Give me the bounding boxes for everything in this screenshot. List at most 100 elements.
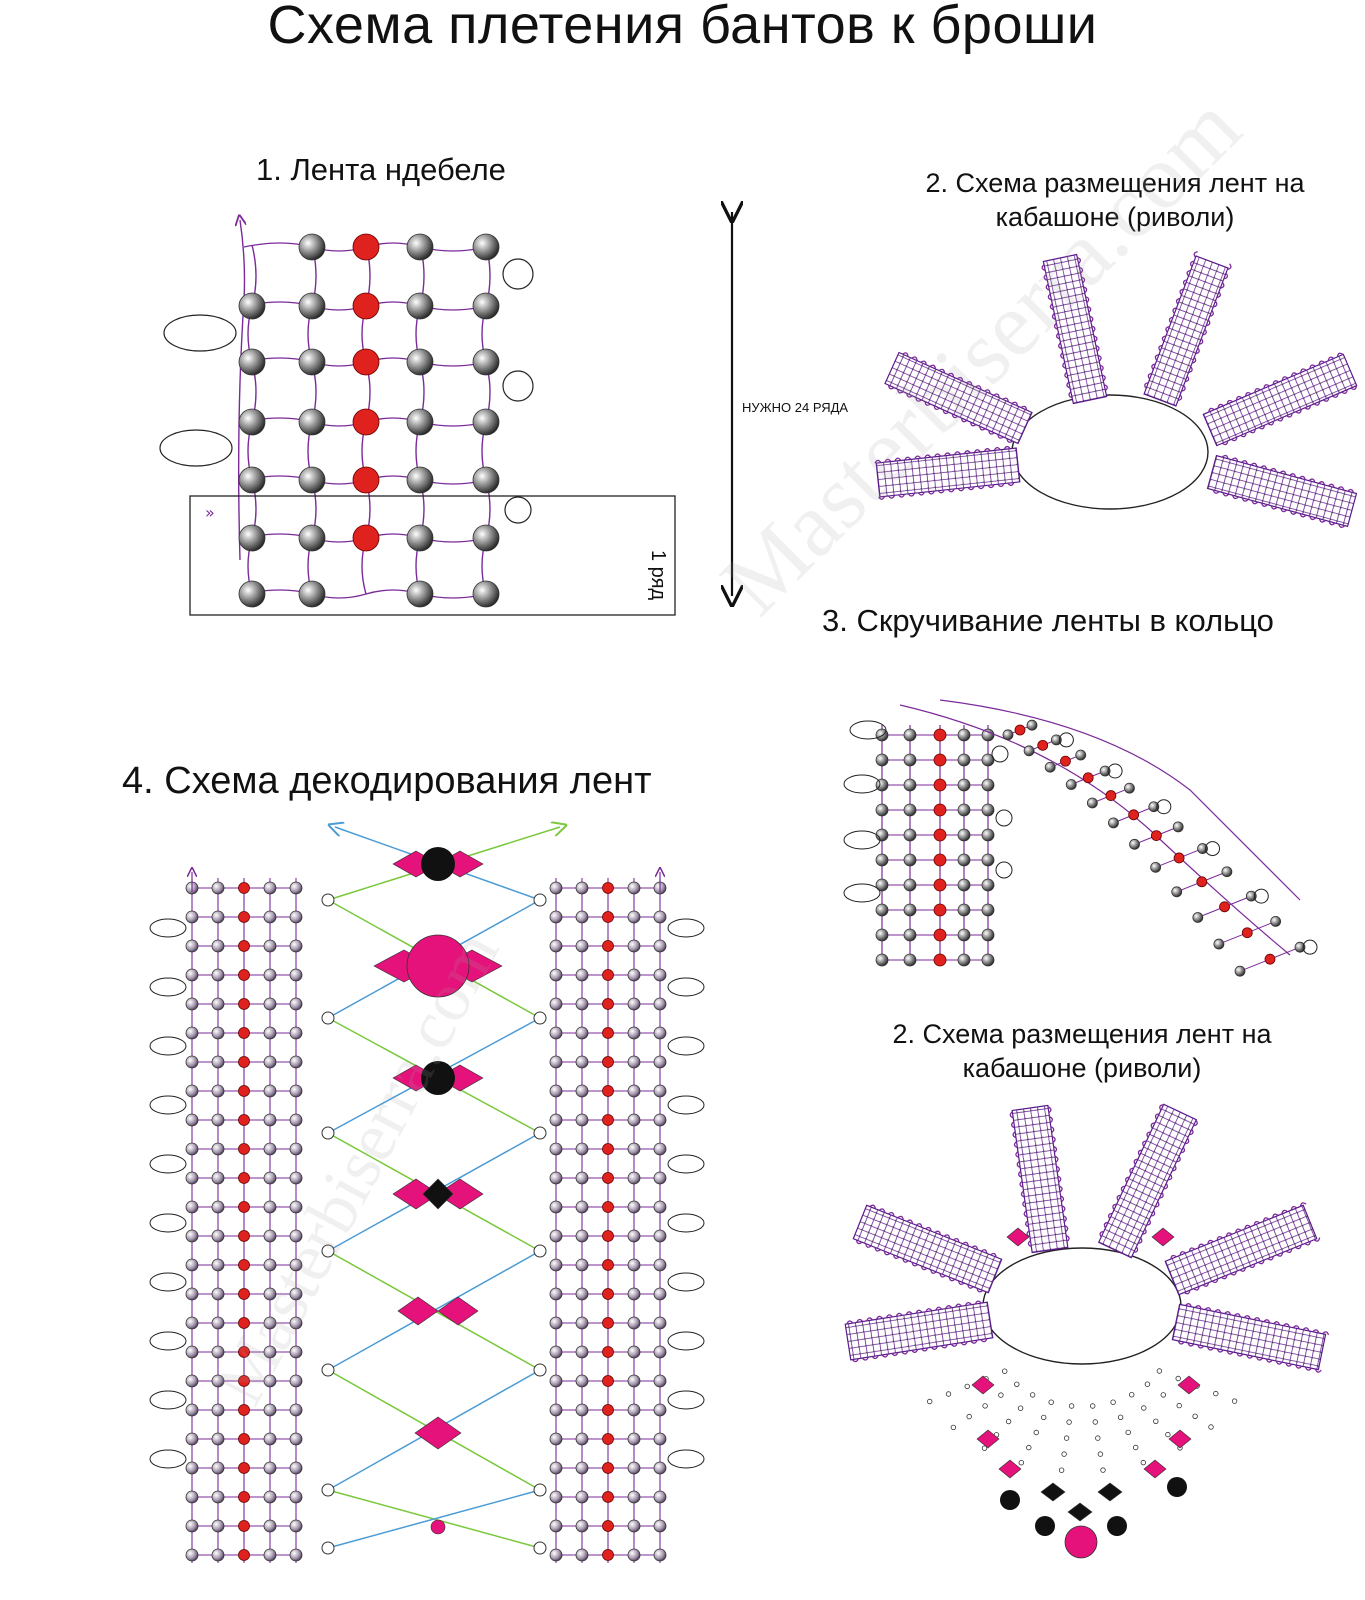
ribbon-edge	[1184, 1137, 1190, 1145]
red-bead	[933, 803, 947, 817]
bead	[1192, 912, 1204, 923]
thread-loop	[667, 1095, 705, 1115]
bead	[957, 903, 971, 917]
ribbon-edge	[888, 495, 896, 499]
ribbon-edge	[1107, 1212, 1113, 1220]
bead	[406, 292, 434, 320]
bead	[575, 1316, 589, 1330]
bead	[289, 1258, 303, 1272]
bead	[575, 1142, 589, 1156]
ribbon-edge	[901, 1350, 909, 1355]
ribbon-edge	[1009, 1111, 1014, 1119]
bead	[653, 1403, 667, 1417]
ribbon-edge	[866, 1317, 874, 1322]
ribbon-edge	[1292, 1325, 1300, 1330]
ribbon-edge	[1279, 470, 1287, 475]
ribbon-edge	[973, 449, 981, 453]
crossing-bead	[321, 1483, 335, 1497]
cabochon-placement-decorated	[844, 1103, 1330, 1559]
thread-loop	[667, 977, 705, 997]
ribbon-edge	[1202, 1282, 1210, 1287]
thread-loop	[1058, 732, 1074, 748]
ribbon-edge	[1328, 521, 1336, 526]
bead	[238, 466, 266, 494]
ribbon-edge	[1221, 1274, 1228, 1280]
ribbon-edge	[1233, 1313, 1241, 1318]
red-bead	[602, 1085, 614, 1097]
bead	[903, 953, 917, 967]
ribbon-edge	[1195, 347, 1200, 355]
bead	[238, 348, 266, 376]
ribbon-edge	[977, 485, 985, 490]
ribbon-edge	[1161, 335, 1167, 343]
bead	[627, 1287, 641, 1301]
bead	[289, 1490, 303, 1504]
ribbon-edge	[1050, 1126, 1055, 1134]
bead	[575, 1461, 589, 1475]
diamond-bead	[976, 1429, 1000, 1449]
ribbon-edge	[1154, 354, 1160, 361]
ribbon-edge	[1077, 256, 1081, 264]
ribbon-edge	[1272, 1213, 1279, 1218]
crossing-bead	[533, 893, 547, 907]
bead	[289, 1113, 303, 1127]
seed-bead	[1092, 1419, 1098, 1425]
bead	[263, 910, 277, 924]
bead	[1002, 729, 1014, 741]
ribbon-edge	[990, 1252, 997, 1258]
ribbon-edge	[1179, 288, 1184, 296]
black-bead	[1107, 1516, 1127, 1536]
ribbon-edge	[1176, 1155, 1181, 1163]
ribbon-edge	[1295, 409, 1302, 414]
bead	[875, 928, 889, 942]
bead	[211, 1374, 225, 1388]
ribbon-edge	[904, 456, 912, 461]
thread-loop	[1107, 763, 1123, 779]
bead	[211, 1055, 225, 1069]
ribbon-edge	[1103, 1221, 1109, 1229]
red-bead	[602, 1433, 614, 1445]
ribbon-edge	[1341, 389, 1348, 394]
bead	[263, 968, 277, 982]
bead	[263, 1113, 277, 1127]
black-diamond-bead	[422, 1178, 454, 1210]
red-bead	[238, 998, 250, 1010]
ribbon-edge	[1276, 1252, 1284, 1257]
ribbon-edge	[1214, 1309, 1222, 1314]
red-bead	[602, 1056, 614, 1068]
bead	[549, 1258, 563, 1272]
bead	[263, 1461, 277, 1475]
bead	[185, 1548, 199, 1562]
ribbon-edge	[1177, 1340, 1185, 1345]
bead	[875, 778, 889, 792]
ribbon-edge	[1299, 513, 1307, 518]
ribbon-edge	[1150, 1122, 1156, 1129]
bead	[263, 1345, 277, 1359]
ribbon-edge	[965, 381, 973, 386]
seed-bead	[964, 1383, 970, 1390]
thread-loop	[163, 314, 237, 352]
bead	[289, 1084, 303, 1098]
bead	[1294, 941, 1306, 953]
ribbon-edge	[983, 448, 991, 452]
diamond-bead	[414, 1416, 462, 1450]
bead	[627, 1374, 641, 1388]
diamond-bead	[437, 1296, 479, 1326]
bead	[298, 466, 326, 494]
ribbon-edge	[1295, 1244, 1302, 1250]
bead	[185, 1519, 199, 1533]
ribbon-edge	[969, 422, 977, 427]
ribbon-edge	[1112, 1203, 1117, 1211]
cabochon-rivoli	[982, 1247, 1182, 1365]
ribbon-edge	[1304, 405, 1312, 410]
bead	[472, 348, 500, 376]
red-bead	[238, 1317, 250, 1329]
ribbon-edge	[1299, 475, 1306, 480]
seed-bead	[1153, 1418, 1159, 1424]
bead	[627, 881, 641, 895]
seed-bead	[1213, 1390, 1219, 1397]
thread	[243, 589, 487, 599]
ribbon-edge	[1045, 283, 1050, 291]
bead	[549, 1316, 563, 1330]
bead-ribbon	[1171, 1303, 1330, 1373]
